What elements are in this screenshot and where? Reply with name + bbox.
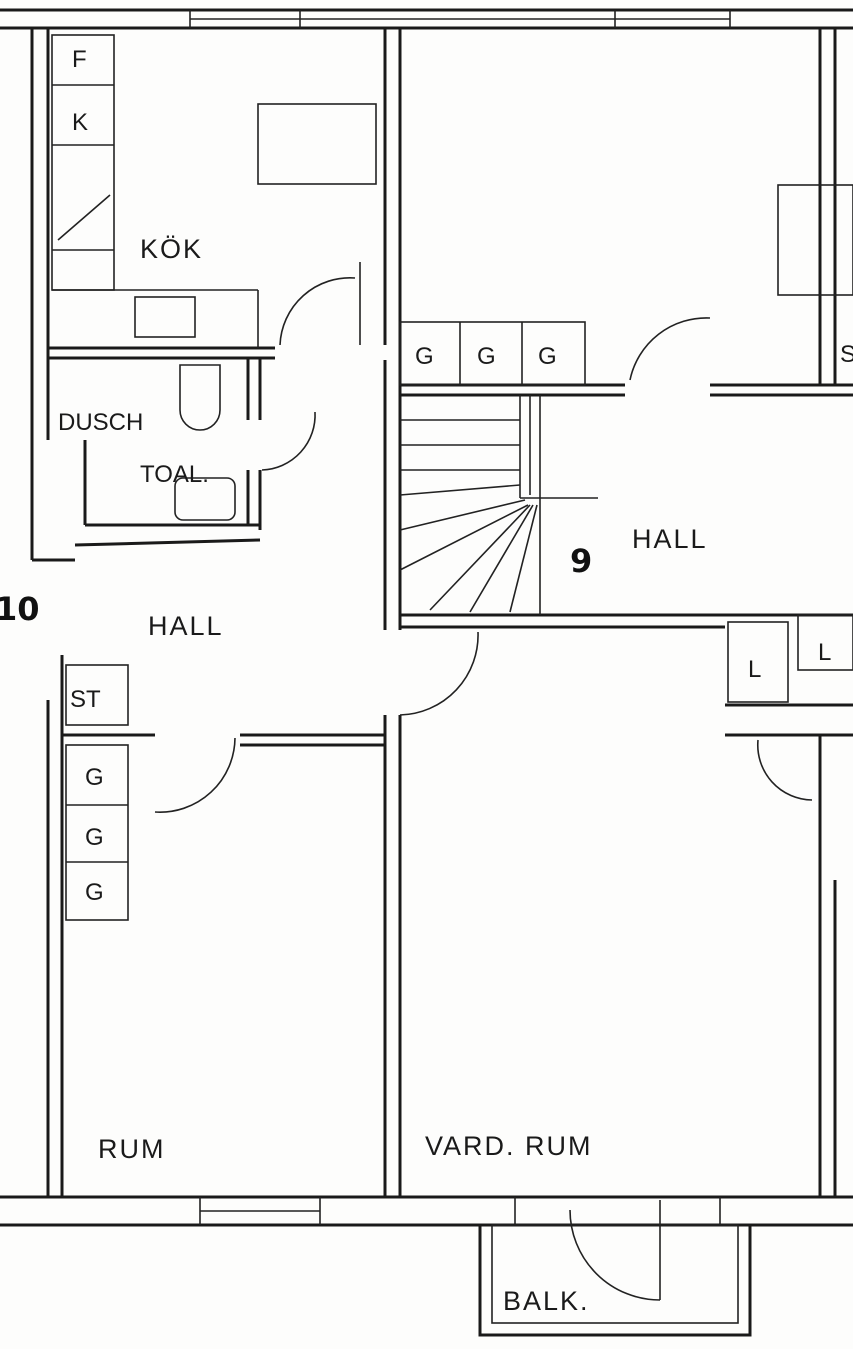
- label-living-room: VARD. RUM: [425, 1131, 593, 1161]
- window-top: [189, 10, 731, 28]
- label-kitchen: KÖK: [140, 234, 203, 264]
- staircase: [399, 395, 598, 615]
- label-fridge: F: [72, 46, 87, 73]
- party-wall: [383, 28, 402, 1197]
- label-wardrobe: G: [85, 824, 104, 851]
- balcony: [478, 1200, 752, 1337]
- bathroom-walls: [32, 358, 316, 562]
- apartment-number-9: 9: [570, 542, 592, 580]
- label-wardrobe: G: [85, 764, 104, 791]
- label-storage: ST: [70, 686, 101, 713]
- label-shower: DUSCH: [58, 409, 143, 436]
- label-freezer: K: [72, 109, 88, 136]
- label-room: RUM: [98, 1134, 166, 1164]
- label-hall-left: HALL: [148, 611, 224, 641]
- left-storage: [46, 631, 479, 1197]
- label-wardrobe: G: [477, 343, 496, 370]
- label-toilet: TOAL.: [140, 461, 209, 488]
- label-wardrobe: G: [85, 879, 104, 906]
- apartment-number-10: 10: [0, 590, 40, 628]
- label-linen: L: [818, 639, 831, 666]
- label-hall-right: HALL: [632, 524, 708, 554]
- label-wardrobe: G: [415, 343, 434, 370]
- label-balcony: BALK.: [503, 1286, 590, 1316]
- label-partial: S: [840, 341, 853, 368]
- label-linen: L: [748, 656, 761, 683]
- right-unit-walls: [399, 28, 853, 1197]
- label-wardrobe: G: [538, 343, 557, 370]
- kitchen-walls: [30, 28, 377, 560]
- exterior-wall-bottom: [0, 1195, 853, 1227]
- exterior-wall-top: [0, 8, 853, 30]
